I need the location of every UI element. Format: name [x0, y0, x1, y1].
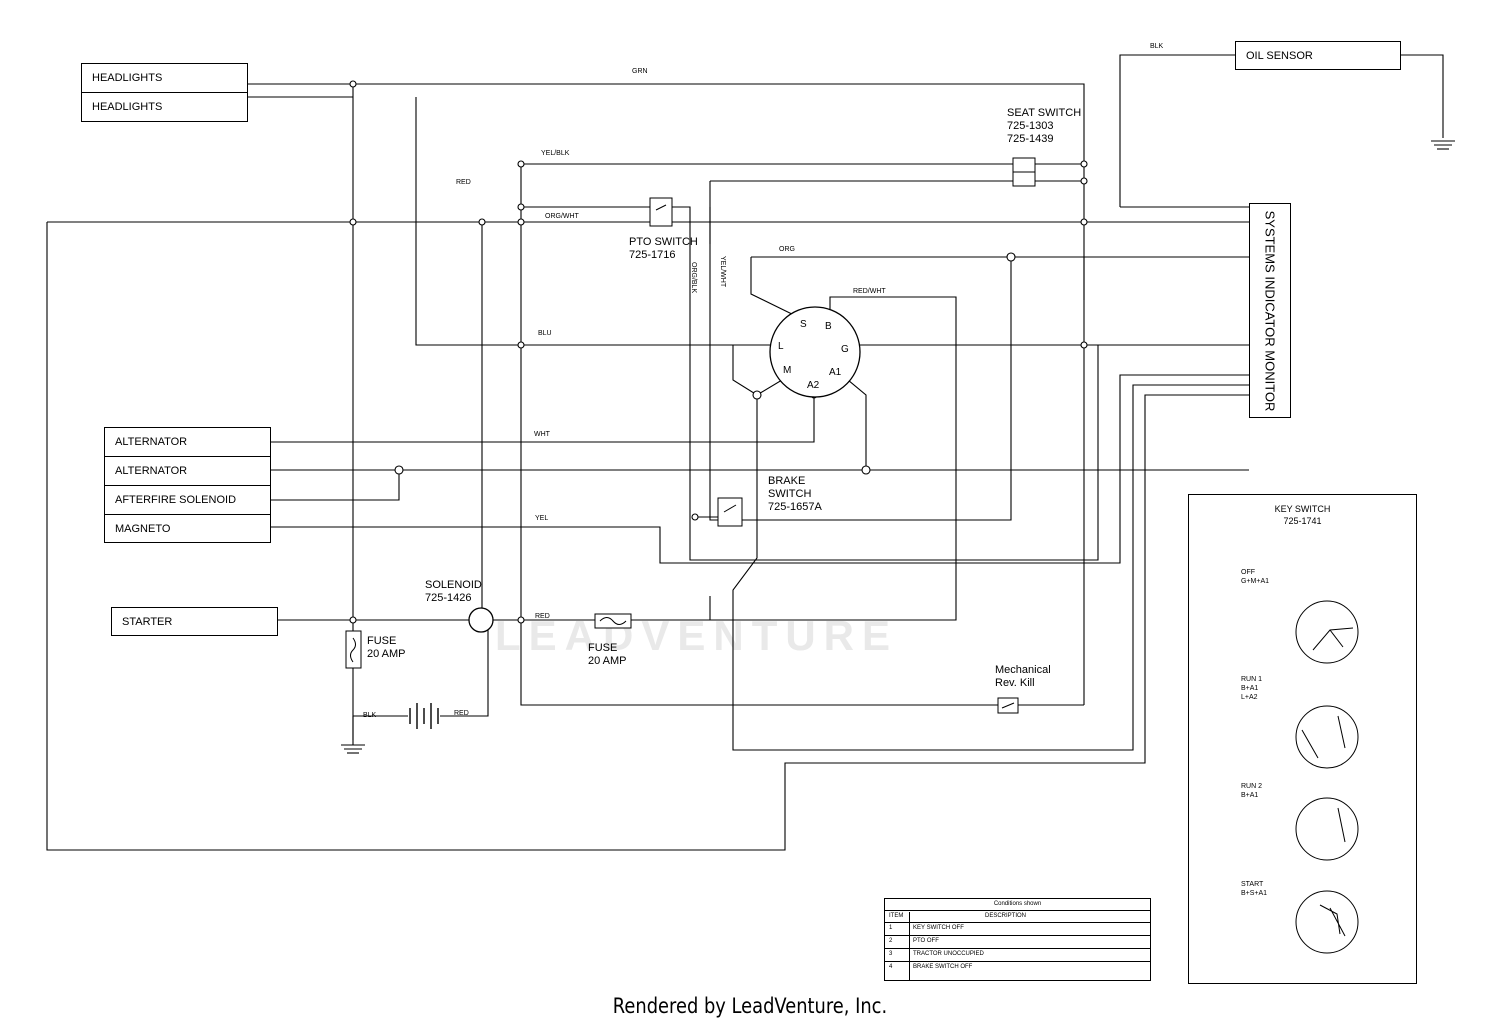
seat-switch-name: SEAT SWITCH	[1007, 107, 1082, 119]
legend-row: 4 BRAKE SWITCH OFF	[885, 961, 1150, 973]
legend-title: Conditions shown	[993, 901, 1042, 907]
legend-desc: KEY SWITCH OFF	[913, 925, 964, 931]
wire-blk-bot: BLK	[363, 712, 377, 719]
alternator-box-2: ALTERNATOR	[104, 456, 271, 486]
wire-yel-blk: YEL/BLK	[541, 150, 570, 157]
legend-item: 1	[889, 925, 893, 931]
key-switch-panel	[1188, 494, 1417, 984]
brake-switch-name2: SWITCH	[768, 488, 812, 500]
state-off-c1: G+M+A1	[1241, 578, 1270, 585]
wire-blu: BLU	[538, 330, 552, 337]
state-run1-name: RUN 1	[1241, 676, 1263, 683]
legend-header-row: ITEM DESCRIPTION	[885, 910, 1150, 922]
brake-switch-pn: 725-1657A	[768, 501, 822, 513]
fuse-mid-name: FUSE	[588, 642, 618, 654]
legend-desc: PTO OFF	[913, 938, 939, 944]
alternator-box-1: ALTERNATOR	[104, 427, 271, 457]
wire-org-blk: ORG/BLK	[690, 262, 697, 294]
wire-org: ORG	[779, 246, 795, 253]
legend-divider	[909, 912, 910, 980]
legend-col-item: ITEM	[889, 913, 904, 919]
starter-box: STARTER	[111, 607, 278, 636]
solenoid-pn: 725-1426	[425, 592, 472, 604]
oil-sensor-box: OIL SENSOR	[1235, 41, 1401, 70]
seat-switch-pn1: 725-1303	[1007, 120, 1054, 132]
afterfire-solenoid-box: AFTERFIRE SOLENOID	[104, 485, 271, 515]
terminal-l: L	[778, 341, 784, 352]
state-run1-c2: L+A2	[1241, 694, 1258, 701]
terminal-b: B	[825, 321, 832, 332]
footer-credit: Rendered by LeadVenture, Inc.	[612, 994, 888, 1018]
magneto-box: MAGNETO	[104, 514, 271, 543]
fuse-mid-rating: 20 AMP	[588, 655, 627, 667]
terminal-s: S	[800, 319, 807, 330]
fuse-left-rating: 20 AMP	[367, 648, 406, 660]
seat-switch-pn2: 725-1439	[1007, 133, 1054, 145]
key-switch-pn: 725-1741	[1283, 516, 1322, 526]
wire-org-wht: ORG/WHT	[545, 213, 579, 220]
state-run2-name: RUN 2	[1241, 783, 1263, 790]
alternator-label-2: ALTERNATOR	[115, 465, 188, 477]
legend-item: 2	[889, 938, 893, 944]
afterfire-solenoid-label: AFTERFIRE SOLENOID	[115, 494, 237, 506]
legend-item: 4	[889, 964, 893, 970]
mech-kill-name1: Mechanical	[995, 664, 1051, 676]
legend-col-desc: DESCRIPTION	[985, 913, 1027, 919]
legend-item: 3	[889, 951, 893, 957]
solenoid-name: SOLENOID	[425, 579, 482, 591]
wire-blk-top: BLK	[1150, 43, 1164, 50]
wire-yel: YEL	[535, 515, 549, 522]
magneto-label: MAGNETO	[115, 522, 171, 535]
wire-wht: WHT	[534, 431, 550, 438]
legend-desc: BRAKE SWITCH OFF	[913, 964, 973, 970]
terminal-g: G	[841, 344, 849, 355]
legend-desc: TRACTOR UNOCCUPIED	[913, 951, 984, 957]
fuse-left-name: FUSE	[367, 635, 397, 647]
systems-indicator-monitor: SYSTEMS INDICATOR MONITOR	[1249, 203, 1291, 418]
wire-red-wht: RED/WHT	[853, 288, 886, 295]
headlights-label-1: HEADLIGHTS	[92, 72, 163, 84]
key-switch-title: KEY SWITCH	[1274, 504, 1331, 514]
wire-grn: GRN	[632, 68, 648, 75]
terminal-a1: A1	[829, 367, 842, 378]
conditions-legend: Conditions shown ITEM DESCRIPTION 1 KEY …	[884, 898, 1151, 981]
headlights-label-2: HEADLIGHTS	[92, 101, 163, 113]
legend-row: 1 KEY SWITCH OFF	[885, 922, 1150, 934]
headlights-box-2: HEADLIGHTS	[81, 92, 248, 122]
brake-switch-name1: BRAKE	[768, 475, 806, 487]
terminal-m: M	[783, 365, 792, 376]
legend-row: 3 TRACTOR UNOCCUPIED	[885, 948, 1150, 960]
headlights-box-1: HEADLIGHTS	[81, 63, 248, 93]
wire-yel-wht: YEL/WHT	[719, 256, 726, 288]
state-start-name: START	[1241, 881, 1264, 888]
pto-switch-name: PTO SWITCH	[629, 236, 698, 248]
terminal-a2: A2	[807, 380, 820, 391]
starter-label: STARTER	[122, 615, 173, 628]
legend-row: 2 PTO OFF	[885, 935, 1150, 947]
systems-indicator-monitor-label: SYSTEMS INDICATOR MONITOR	[1262, 210, 1278, 411]
wire-red-mid: RED	[535, 613, 550, 620]
alternator-label-1: ALTERNATOR	[115, 436, 188, 448]
state-run1-c1: B+A1	[1241, 685, 1259, 692]
wire-red-top: RED	[456, 179, 471, 186]
oil-sensor-label: OIL SENSOR	[1246, 49, 1313, 62]
state-run2-c1: B+A1	[1241, 792, 1259, 799]
state-start-c1: B+S+A1	[1241, 890, 1268, 897]
wire-red-bot: RED	[454, 710, 469, 717]
mech-kill-name2: Rev. Kill	[995, 677, 1035, 689]
pto-switch-pn: 725-1716	[629, 249, 676, 261]
state-off-name: OFF	[1241, 569, 1255, 576]
